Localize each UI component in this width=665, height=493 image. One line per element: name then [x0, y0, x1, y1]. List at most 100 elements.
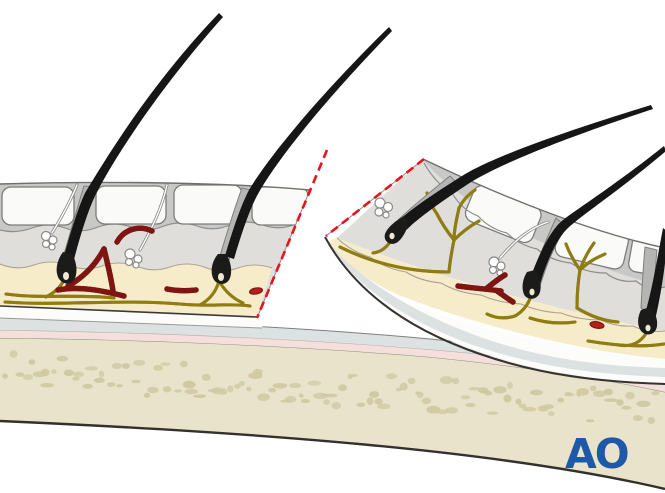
hair-shaft: [529, 146, 665, 288]
diploe-pebble: [647, 417, 655, 424]
diploe-pebble: [331, 402, 342, 410]
diploe-pebble: [219, 388, 228, 396]
diploe-pebble: [272, 383, 288, 389]
diploe-pebble: [625, 391, 635, 400]
flap-cut-edge-line: [325, 157, 425, 238]
diploe-pebble: [452, 377, 460, 385]
diploe-pebble: [530, 389, 543, 396]
sweat-gland-coil: [132, 261, 140, 269]
galea-bottom-line: [0, 317, 263, 329]
galea-left: [0, 307, 263, 328]
follicle-papilla: [645, 324, 651, 332]
diploe-pebble: [193, 394, 206, 399]
diploe-pebble: [133, 359, 146, 366]
epidermis-lobe: [251, 186, 309, 226]
diploe-pebble: [557, 397, 565, 403]
blood-vessel-section: [589, 321, 605, 329]
follicle-papilla: [529, 288, 535, 296]
epidermis-lobe: [95, 185, 167, 225]
sweat-gland-coil: [48, 243, 56, 251]
diploe-pebble: [576, 388, 590, 396]
diploe-pebble: [486, 411, 499, 415]
diploe-pebble: [238, 381, 245, 386]
hair-shaft: [64, 13, 223, 259]
flap-underside-areolar: [327, 240, 665, 377]
diploe-pebble: [22, 374, 33, 381]
sweat-gland-coil: [48, 235, 58, 245]
diploe-pebble: [227, 385, 234, 393]
diploe-pebble: [385, 373, 398, 379]
diploe-pebble: [543, 404, 554, 410]
diploe-pebble: [143, 392, 151, 398]
sweat-gland-duct: [499, 221, 549, 259]
diploe-pebble: [84, 366, 99, 371]
diploe-pebble: [174, 389, 182, 393]
blood-vessel-section: [248, 287, 264, 295]
sweat-gland-flap-1: [374, 197, 394, 219]
follicle-papilla: [389, 232, 395, 240]
diploe-pebble: [284, 395, 297, 403]
hair-follicle-bulb: [56, 252, 77, 284]
diploe-pebble: [439, 376, 454, 385]
diploe-pebble: [621, 405, 632, 410]
diploe-pebble: [468, 387, 481, 391]
diploe-pebble: [162, 386, 172, 393]
diploe-pebble: [377, 403, 391, 410]
diploe-pebble: [465, 402, 476, 408]
incision-line: [255, 149, 329, 319]
diploe-pebble: [585, 419, 595, 423]
sweat-gland-left-1: [40, 183, 79, 251]
diploe-texture: [2, 350, 660, 424]
subcutis-boundary-flap: [336, 237, 665, 332]
diploe-pebble: [56, 355, 69, 362]
diploe-pebble: [350, 373, 358, 378]
hair-follicle-bulb: [211, 254, 232, 284]
hair-shaft: [645, 228, 665, 320]
diploe-pebble: [28, 359, 36, 365]
diploe-pebble: [98, 370, 105, 378]
diploe-pebble: [435, 409, 449, 415]
diploe-pebble: [493, 386, 507, 394]
diploe-pebble: [63, 369, 74, 377]
diploe-pebble: [506, 381, 513, 389]
diploe-pebble: [298, 393, 304, 399]
diploe-pebble: [460, 395, 471, 400]
diploe-pebble: [366, 397, 374, 405]
diploe-pebble: [307, 380, 322, 386]
diploe-pebble: [356, 402, 366, 407]
follicle-papilla: [63, 272, 69, 280]
sweat-gland-left-2: [124, 183, 169, 269]
diploe-pebble: [369, 391, 380, 398]
diploe-pebble: [589, 385, 597, 391]
hair-follicle-bulb: [638, 307, 658, 335]
areolar-tissue-layer: [0, 317, 665, 384]
diploe-pebble: [246, 386, 252, 392]
sweat-gland-coil: [374, 207, 384, 217]
diploe-pebble: [616, 399, 624, 406]
hair-shaft: [398, 105, 653, 230]
diploe-pebble: [93, 377, 105, 383]
diploe-pebble: [374, 398, 383, 405]
sweat-gland-duct: [51, 184, 78, 234]
diploe-pebble: [323, 399, 331, 405]
diploe-pebble: [564, 392, 575, 397]
sweat-gland-coil: [496, 261, 506, 271]
diploe-pebble: [547, 411, 555, 416]
diploe-pebble: [651, 391, 660, 396]
diploe-pebble: [40, 383, 54, 388]
hair-follicle-bulb: [522, 270, 541, 299]
diploe-pebble: [180, 360, 188, 368]
diploe-pebble: [40, 368, 50, 377]
flap-underside-outline: [324, 236, 665, 385]
diploe-pebble: [289, 382, 302, 389]
sweat-gland-coil: [124, 248, 136, 260]
diploe-pebble: [323, 393, 338, 398]
diploe-pebble: [593, 390, 606, 397]
skin-surface-left: [0, 181, 311, 191]
diploe-pebble: [234, 383, 241, 389]
diploe-pebble: [2, 373, 8, 379]
diploe-pebble: [116, 384, 123, 388]
diploe-pebble: [153, 365, 164, 371]
sweat-gland-coil: [41, 239, 51, 249]
